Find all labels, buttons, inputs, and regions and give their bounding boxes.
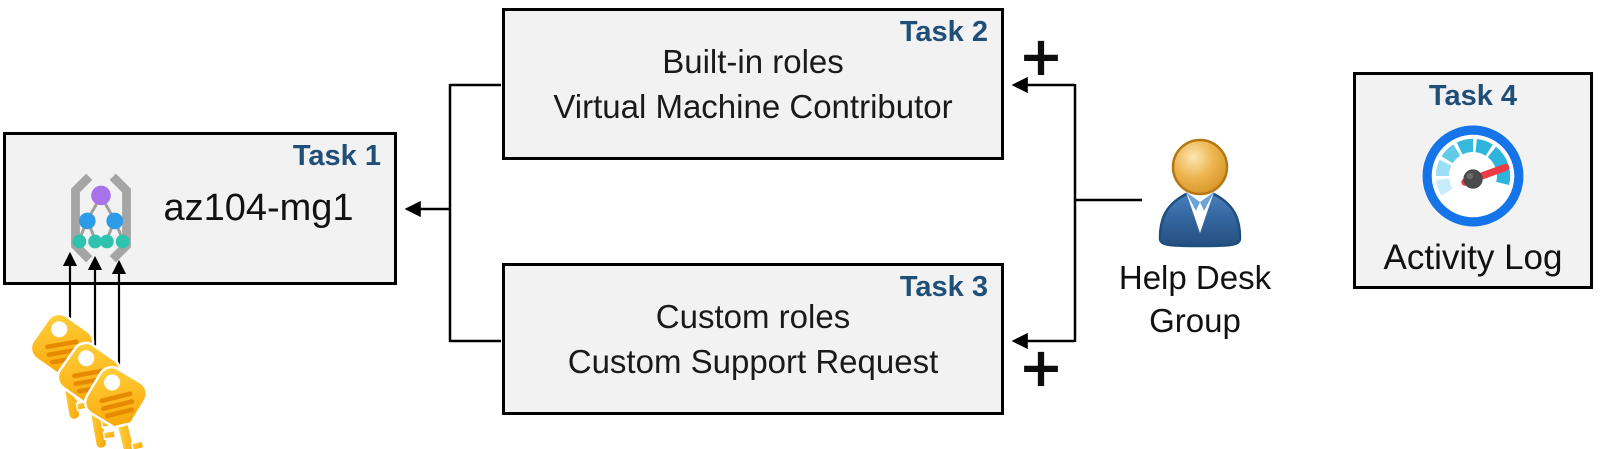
helpdesk-label-line1: Help Desk <box>1118 259 1272 296</box>
task1-box: Task 1 az104-mg1 <box>3 132 397 285</box>
user-person-icon <box>1150 136 1250 248</box>
helpdesk-label-line2: Group <box>1149 302 1241 339</box>
task2-box: Task 2 Built-in roles Virtual Machine Co… <box>502 8 1004 160</box>
activity-log-gauge-icon <box>1356 123 1590 229</box>
keys-icon <box>18 300 185 449</box>
task3-line2: Custom Support Request <box>567 343 939 380</box>
task3-line1: Custom roles <box>655 298 851 335</box>
task1-badge: Task 1 <box>292 140 381 172</box>
task3-badge: Task 3 <box>899 271 988 303</box>
management-group-icon <box>50 167 152 269</box>
task4-badge: Task 4 <box>1428 80 1518 112</box>
task2-line2: Virtual Machine Contributor <box>553 88 953 125</box>
task2-badge: Task 2 <box>899 16 988 48</box>
helpdesk-group-label: Help Desk Group <box>1090 256 1300 342</box>
task1-title: az104-mg1 <box>163 187 354 229</box>
task3-box: Task 3 Custom roles Custom Support Reque… <box>502 263 1004 415</box>
plus-sign-task2: + <box>1018 25 1064 88</box>
task4-caption: Activity Log <box>1383 238 1563 277</box>
task2-line1: Built-in roles <box>662 43 844 80</box>
task4-box: Task 4 Activity Log <box>1353 72 1593 289</box>
plus-sign-task3: + <box>1018 336 1064 399</box>
